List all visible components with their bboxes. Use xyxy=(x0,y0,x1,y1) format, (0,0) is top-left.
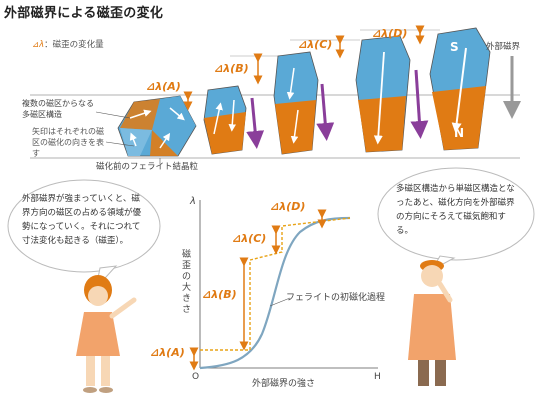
grain-2 xyxy=(203,85,265,155)
graph-step-label-b: ⊿λ(B) xyxy=(202,288,237,301)
stage-label-d: ⊿λ(D) xyxy=(372,27,408,40)
external-field-label: 外部磁界 xyxy=(486,42,521,52)
bubble-right-text: 多磁区構造から単磁区構造となったあと、磁化方向を外部磁界の方向にそろえて磁気飽和… xyxy=(396,184,515,236)
stage-label-b: ⊿λ(B) xyxy=(214,62,249,75)
legend-text: ：磁歪の変化量 xyxy=(44,40,104,50)
person-right xyxy=(408,260,456,386)
arrow-note: 矢印はそれぞれの磁区の磁化の向きを表す xyxy=(32,127,104,158)
person-left xyxy=(76,275,137,393)
graph-step-label-c: ⊿λ(C) xyxy=(232,232,267,245)
x-axis-label: 外部磁界の強さ xyxy=(252,379,316,389)
y-axis-symbol: λ xyxy=(190,196,196,207)
origin-label: O xyxy=(192,372,200,382)
graph-step-label-a: ⊿λ(A) xyxy=(150,346,185,359)
pole-n: N xyxy=(454,126,465,140)
grain-5 xyxy=(429,27,491,151)
pole-s: S xyxy=(450,40,459,54)
multi-domain-note: 複数の磁区からなる多磁区構造 xyxy=(22,99,94,119)
bubble-left-shape xyxy=(7,179,161,273)
stage-label-c: ⊿λ(C) xyxy=(298,38,333,51)
y-axis-label: 磁歪の大きさ xyxy=(182,250,192,315)
legend: ⊿λ：磁歪の変化量 xyxy=(32,38,104,50)
stage-label-a: ⊿λ(A) xyxy=(146,80,181,93)
grain-3 xyxy=(273,51,335,155)
page-title: 外部磁界による磁歪の変化 xyxy=(4,6,164,21)
bubble-right-shape xyxy=(377,167,535,261)
curve-label: フェライトの初磁化過程 xyxy=(286,293,386,303)
x-end-label: H xyxy=(374,372,381,382)
grain-caption: 磁化前のフェライト結晶粒 xyxy=(96,162,199,172)
grain-1 xyxy=(117,95,197,157)
graph-step-label-d: ⊿λ(D) xyxy=(270,200,306,213)
magnetization-graph xyxy=(189,200,378,371)
legend-symbol: ⊿λ xyxy=(32,40,45,50)
bubble-left-text: 外部磁界が強まっていくと、磁界方向の磁区の占める領域が優勢になっていく。それにつ… xyxy=(22,194,142,246)
grain-4 xyxy=(355,35,429,153)
